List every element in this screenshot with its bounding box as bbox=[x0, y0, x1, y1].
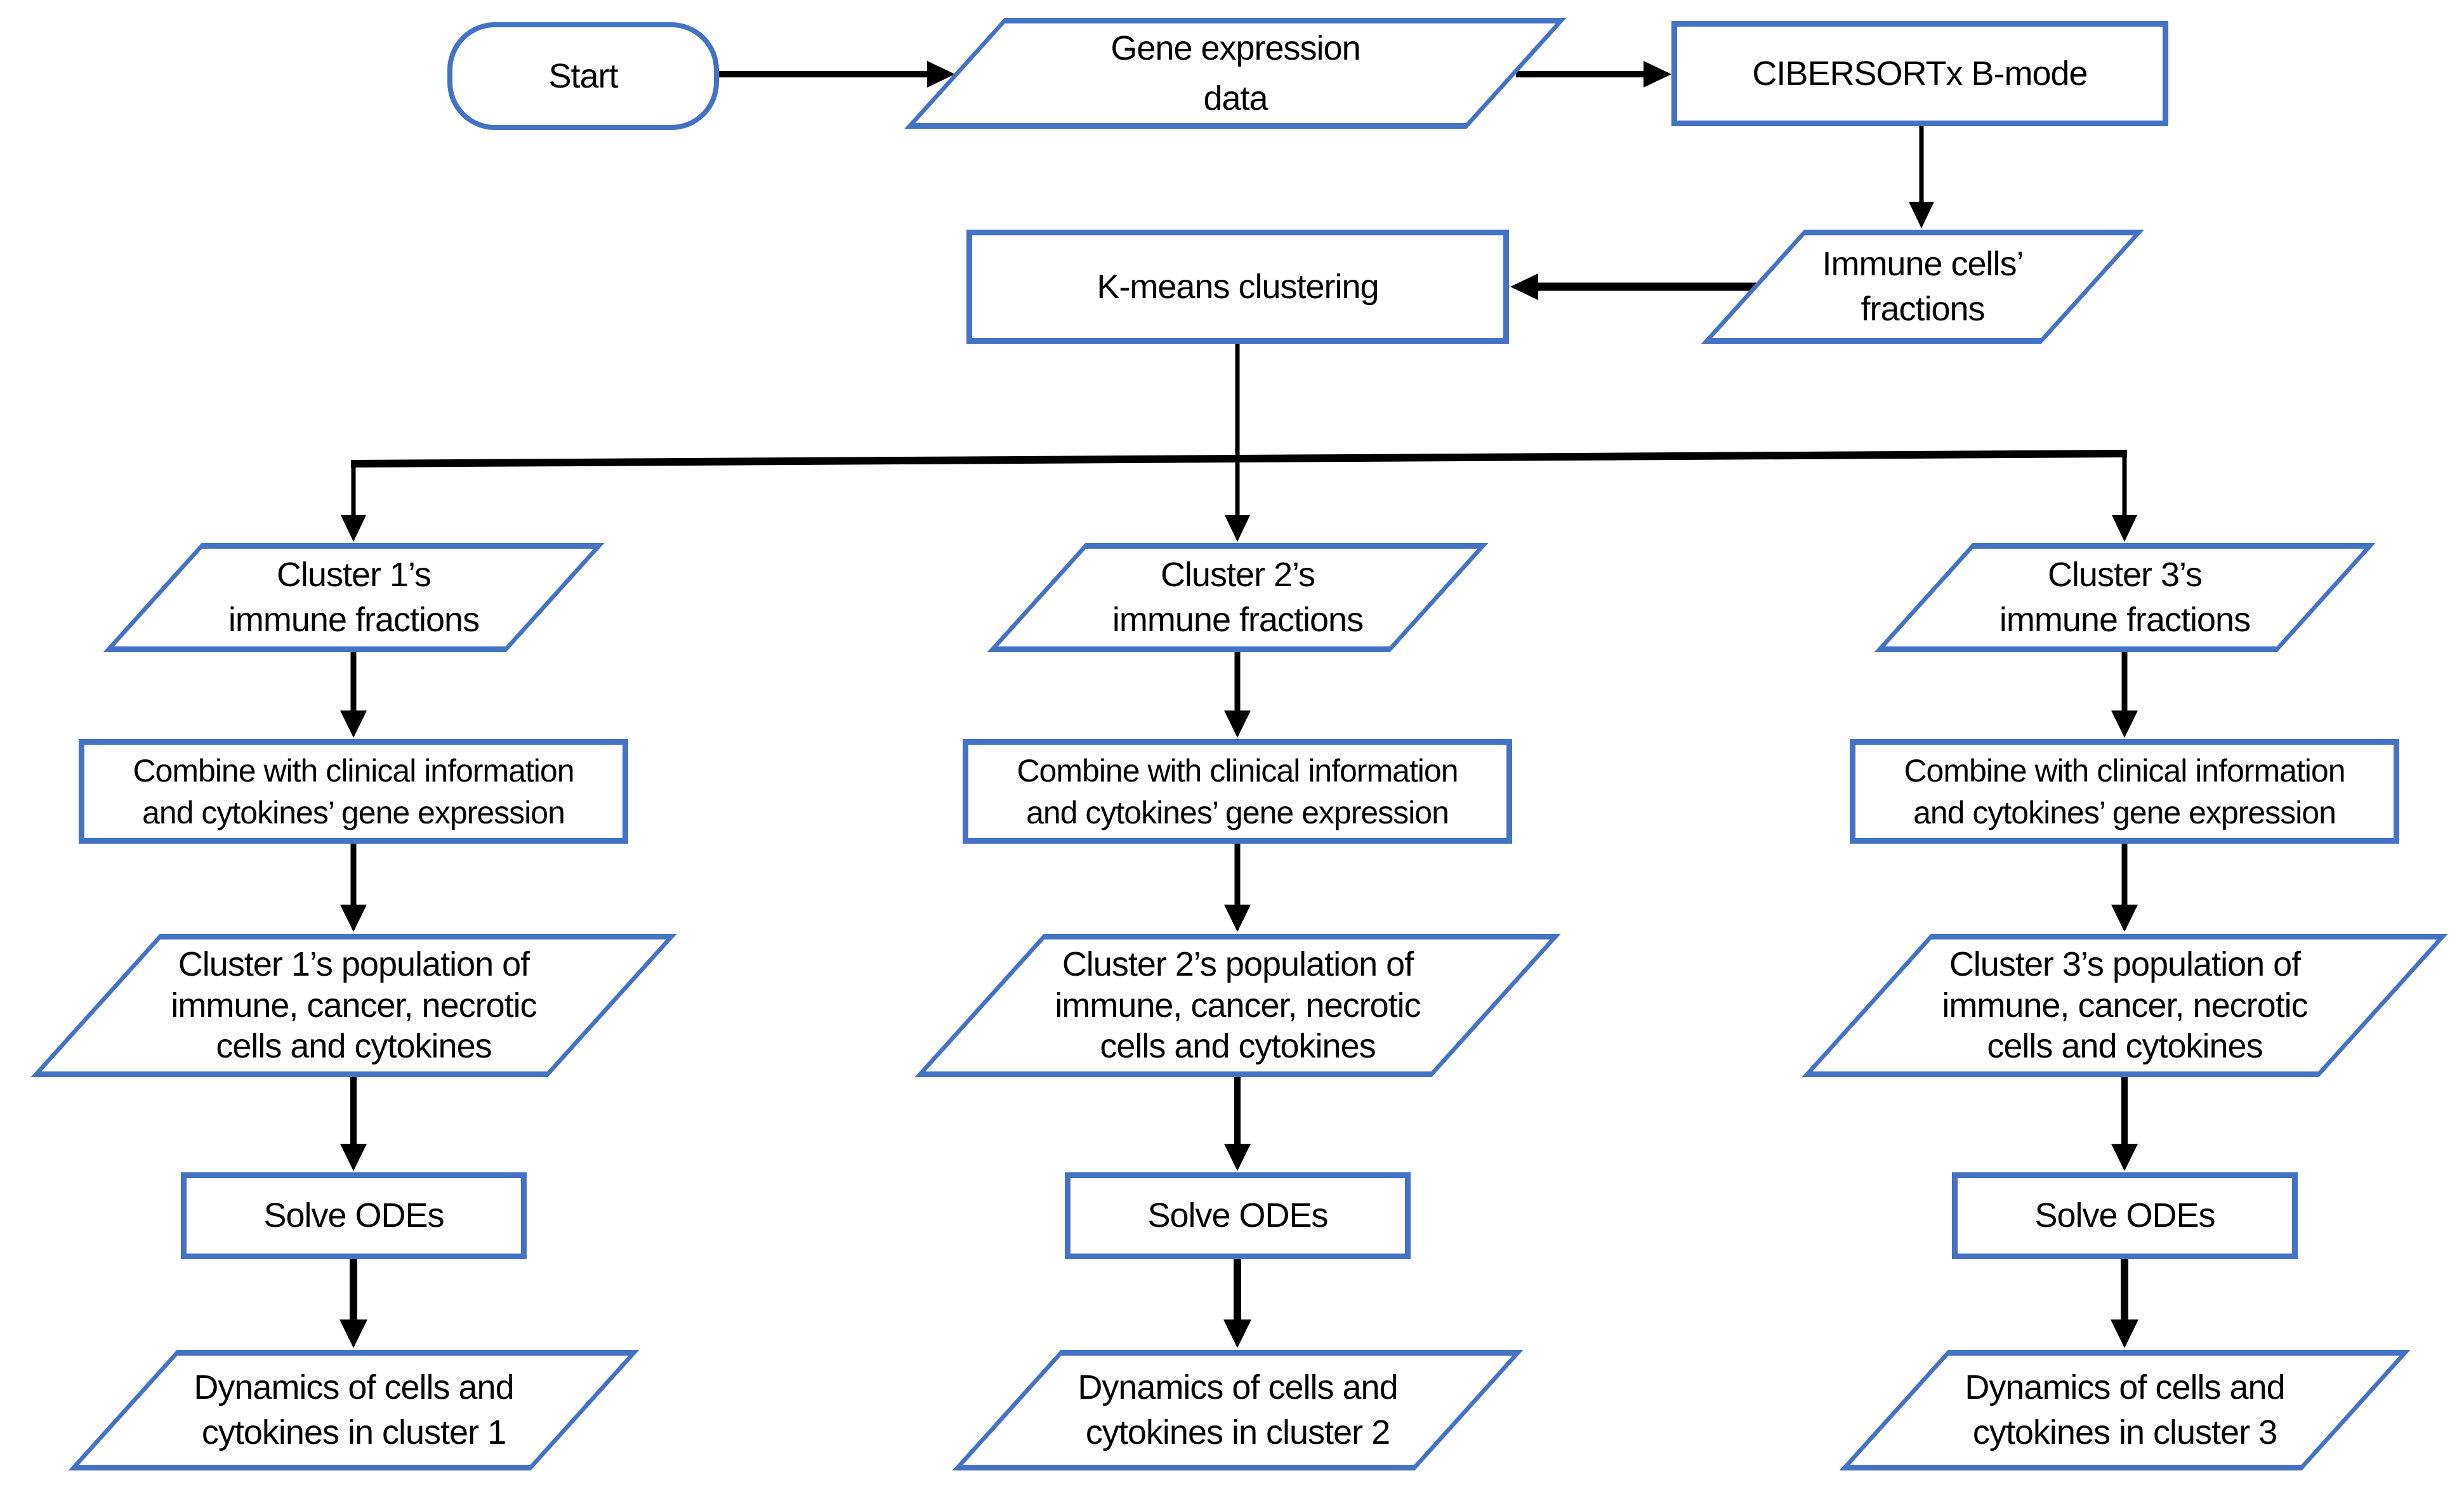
label-line: and cytokines’ gene expression bbox=[1026, 794, 1449, 830]
label-line: Dynamics of cells and bbox=[1965, 1368, 2285, 1406]
cluster-2-population-label: Cluster 2’s population of immune, cancer… bbox=[979, 944, 1496, 1067]
label-line: Cluster 1’s population of bbox=[178, 945, 530, 983]
arrow-fractions2-to-combine2-head bbox=[1224, 710, 1251, 738]
label-line: Dynamics of cells and bbox=[194, 1368, 514, 1406]
label-line: cytokines in cluster 3 bbox=[1972, 1413, 2277, 1451]
label-line: Cluster 2’s population of bbox=[1062, 945, 1414, 983]
k-means-clustering-label: K-means clustering bbox=[972, 262, 1503, 311]
label-line: Solve ODEs bbox=[2034, 1196, 2215, 1235]
label-line: Combine with clinical information bbox=[1904, 752, 2345, 789]
arrow-population1-to-solve1-head bbox=[340, 1144, 367, 1171]
cluster-3-immune-fractions-node: Cluster 3’s immune fractions bbox=[1874, 543, 2376, 652]
arrow-branch-to-cluster3-head bbox=[2112, 515, 2137, 542]
gene-expression-data-label: Gene expression data bbox=[954, 23, 1517, 123]
solve-odes-node-3: Solve ODEs bbox=[1952, 1172, 2298, 1259]
label-line: data bbox=[1203, 79, 1268, 117]
label-line: Gene expression bbox=[1110, 29, 1360, 68]
label-line: Cluster 2’s bbox=[1160, 555, 1315, 594]
solve-odes-node-2: Solve ODEs bbox=[1065, 1172, 1411, 1259]
combine-clinical-info-label-1: Combine with clinical information and cy… bbox=[84, 750, 623, 834]
arrow-solve1-to-dynamics1-head bbox=[339, 1319, 367, 1348]
label-line: cytokines in cluster 2 bbox=[1085, 1413, 1390, 1451]
cluster-2-population-node: Cluster 2’s population of immune, cancer… bbox=[914, 934, 1561, 1077]
cluster-1-immune-fractions-label: Cluster 1’s immune fractions bbox=[152, 553, 555, 643]
immune-cells-fractions-node: Immune cells’ fractions bbox=[1701, 230, 2145, 344]
label-line: Immune cells’ bbox=[1822, 244, 2024, 283]
arrow-combine3-to-population3-head bbox=[2111, 905, 2138, 932]
label-line: Combine with clinical information bbox=[1017, 752, 1458, 789]
label-line: Solve ODEs bbox=[1147, 1196, 1328, 1235]
dynamics-label-1: Dynamics of cells and cytokines in clust… bbox=[122, 1365, 585, 1456]
start-node: Start bbox=[447, 22, 719, 130]
solve-odes-label-2: Solve ODEs bbox=[1071, 1191, 1405, 1240]
label-line: Solve ODEs bbox=[263, 1196, 444, 1235]
cluster-2-immune-fractions-label: Cluster 2’s immune fractions bbox=[1036, 553, 1439, 643]
label-line: Cluster 3’s bbox=[2047, 555, 2203, 594]
arrow-start-to-gene-head bbox=[927, 61, 955, 88]
arrow-population3-to-solve3-head bbox=[2111, 1144, 2138, 1171]
immune-cells-fractions-label: Immune cells’ fractions bbox=[1753, 242, 2093, 332]
arrow-combine1-to-population1-head bbox=[340, 905, 367, 932]
solve-odes-label-1: Solve ODEs bbox=[187, 1191, 521, 1240]
arrow-population2-to-solve2-head bbox=[1224, 1144, 1251, 1171]
dynamics-node-2: Dynamics of cells and cytokines in clust… bbox=[952, 1350, 1524, 1470]
label-line: fractions bbox=[1861, 290, 1985, 328]
combine-clinical-info-node-3: Combine with clinical information and cy… bbox=[1850, 739, 2399, 844]
dynamics-label-2: Dynamics of cells and cytokines in clust… bbox=[1006, 1365, 1469, 1456]
label-line: Cluster 1’s bbox=[276, 555, 432, 594]
label-line: immune, cancer, necrotic bbox=[171, 986, 537, 1025]
arrow-fractions1-to-combine1-head bbox=[340, 710, 367, 738]
arrow-branch-to-cluster2-head bbox=[1225, 515, 1250, 542]
arrow-solve3-to-dynamics3-head bbox=[2111, 1319, 2138, 1348]
cibersortx-b-mode-node: CIBERSORTx B-mode bbox=[1671, 21, 2168, 126]
gene-expression-data-node: Gene expression data bbox=[904, 18, 1567, 129]
solve-odes-label-3: Solve ODEs bbox=[1958, 1191, 2292, 1240]
cluster-1-population-label: Cluster 1’s population of immune, cancer… bbox=[95, 944, 612, 1067]
label-line: Dynamics of cells and bbox=[1077, 1368, 1398, 1406]
label-line: immune, cancer, necrotic bbox=[1942, 986, 2308, 1025]
dynamics-label-3: Dynamics of cells and cytokines in clust… bbox=[1894, 1365, 2356, 1456]
start-label: Start bbox=[452, 51, 714, 101]
cluster-3-population-node: Cluster 3’s population of immune, cancer… bbox=[1802, 934, 2448, 1077]
label-line: cytokines in cluster 1 bbox=[201, 1413, 506, 1451]
arrow-branch-to-cluster1-head bbox=[341, 515, 366, 542]
solve-odes-node-1: Solve ODEs bbox=[181, 1172, 527, 1259]
combine-clinical-info-label-3: Combine with clinical information and cy… bbox=[1855, 750, 2394, 834]
label-line: Start bbox=[548, 56, 618, 95]
combine-clinical-info-node-1: Combine with clinical information and cy… bbox=[79, 739, 628, 844]
cluster-1-population-node: Cluster 1’s population of immune, cancer… bbox=[30, 934, 677, 1077]
cibersortx-b-mode-label: CIBERSORTx B-mode bbox=[1677, 49, 2163, 98]
cluster-3-immune-fractions-label: Cluster 3’s immune fractions bbox=[1923, 553, 2326, 643]
arrow-cibersortx-to-immune-head bbox=[1909, 202, 1934, 228]
combine-clinical-info-label-2: Combine with clinical information and cy… bbox=[968, 750, 1506, 834]
label-line: and cytokines’ gene expression bbox=[1913, 794, 2336, 830]
combine-clinical-info-node-2: Combine with clinical information and cy… bbox=[963, 739, 1512, 844]
label-line: immune fractions bbox=[1112, 601, 1364, 639]
label-line: immune fractions bbox=[1999, 601, 2251, 639]
arrow-immune-to-kmeans-head bbox=[1510, 273, 1538, 300]
label-line: and cytokines’ gene expression bbox=[142, 794, 565, 830]
label-line: cells and cytokines bbox=[216, 1027, 492, 1066]
label-line: CIBERSORTx B-mode bbox=[1752, 54, 2088, 93]
arrow-gene-to-cibersortx-head bbox=[1644, 61, 1671, 88]
arrow-solve2-to-dynamics2-head bbox=[1223, 1319, 1251, 1348]
label-line: immune fractions bbox=[228, 601, 480, 639]
cluster-2-immune-fractions-node: Cluster 2’s immune fractions bbox=[987, 543, 1489, 652]
k-means-clustering-node: K-means clustering bbox=[966, 230, 1509, 344]
cluster-3-population-label: Cluster 3’s population of immune, cancer… bbox=[1866, 944, 2383, 1067]
label-line: cells and cytokines bbox=[1987, 1027, 2263, 1066]
dynamics-node-1: Dynamics of cells and cytokines in clust… bbox=[68, 1350, 640, 1470]
label-line: Combine with clinical information bbox=[133, 752, 574, 789]
arrow-combine2-to-population2-head bbox=[1224, 905, 1251, 932]
cluster-1-immune-fractions-node: Cluster 1’s immune fractions bbox=[103, 543, 605, 652]
arrow-fractions3-to-combine3-head bbox=[2111, 710, 2138, 738]
dynamics-node-3: Dynamics of cells and cytokines in clust… bbox=[1839, 1350, 2411, 1470]
label-line: Cluster 3’s population of bbox=[1949, 945, 2301, 983]
label-line: cells and cytokines bbox=[1100, 1027, 1376, 1066]
label-line: K-means clustering bbox=[1097, 267, 1379, 306]
label-line: immune, cancer, necrotic bbox=[1055, 986, 1421, 1025]
